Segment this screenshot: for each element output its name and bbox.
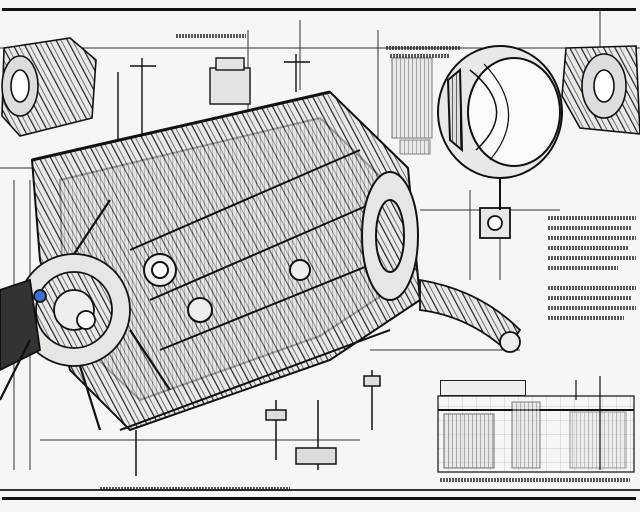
annotation-mark xyxy=(548,306,636,310)
annotation-mark xyxy=(390,54,450,58)
strut-details xyxy=(135,370,381,476)
annotation-mark xyxy=(548,226,632,230)
connector-details xyxy=(419,207,522,353)
annotation-mark xyxy=(548,236,636,240)
schematic-panel xyxy=(437,376,635,473)
schematic-bars xyxy=(391,57,433,155)
annotation-mark xyxy=(548,286,636,290)
annotation-mark xyxy=(386,46,460,50)
sheet-frame xyxy=(2,8,636,500)
propeller-icon xyxy=(0,199,171,431)
annotation-mark xyxy=(548,246,628,250)
mast-details xyxy=(117,54,310,150)
annotation-mark xyxy=(548,256,636,260)
annotation-mark xyxy=(548,296,632,300)
annotation-mark xyxy=(176,34,246,38)
engine-core-icon xyxy=(30,90,422,432)
annotation-mark xyxy=(548,316,624,320)
annotation-mark xyxy=(440,478,630,482)
module-icon xyxy=(1,37,97,137)
annotation-mark xyxy=(548,266,618,270)
cylinder-module xyxy=(561,45,640,135)
turbine-ring-icon xyxy=(437,45,563,210)
annotation-mark xyxy=(548,216,636,220)
caption-plate xyxy=(440,380,526,396)
annotation-mark xyxy=(100,487,290,491)
